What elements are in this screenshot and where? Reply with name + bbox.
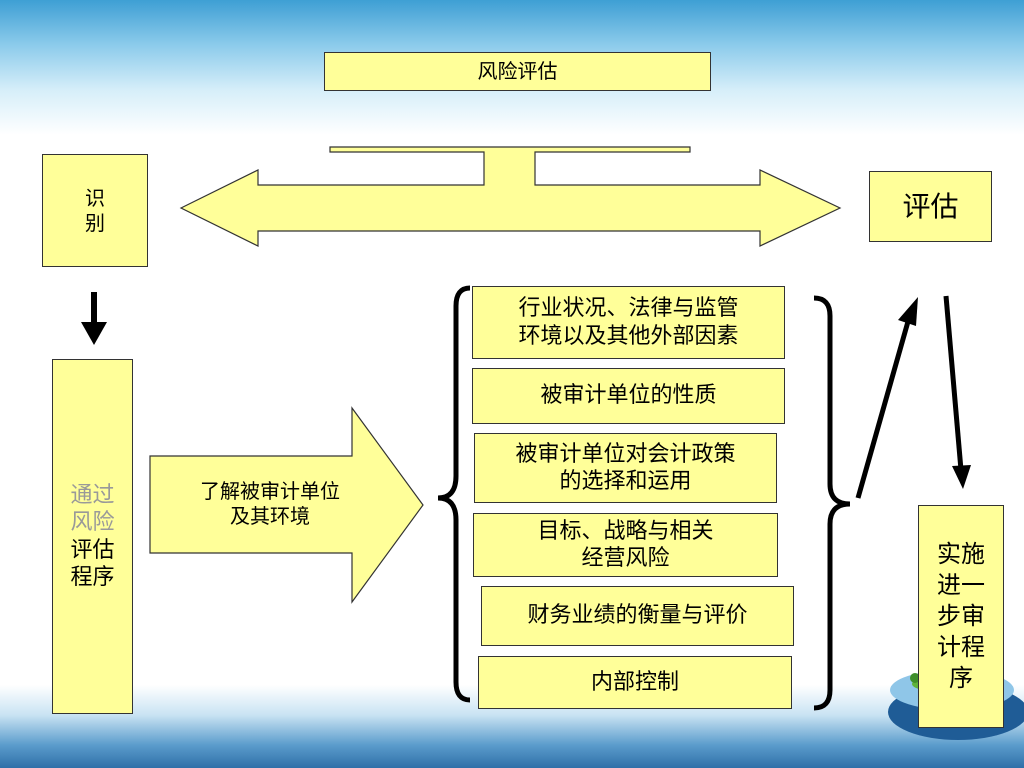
factor-box-control: 内部控制 — [478, 656, 792, 709]
identify-text-2: 别 — [85, 210, 105, 235]
procedure-text-1: 通过 — [70, 482, 115, 508]
factor-policy-text-1: 被审计单位对会计政策 — [515, 441, 736, 467]
factor-box-policy: 被审计单位对会计政策 的选择和运用 — [474, 433, 777, 503]
factor-strategy-text-1: 目标、战略与相关 — [537, 518, 714, 544]
factor-box-industry: 行业状况、法律与监管 环境以及其他外部因素 — [472, 286, 785, 359]
understand-text-2: 及其环境 — [230, 504, 310, 528]
factor-control-text: 内部控制 — [590, 669, 679, 695]
down-arrow-right-line — [943, 295, 964, 471]
further-text-2: 进一 — [937, 570, 985, 599]
further-text-5: 序 — [949, 664, 973, 693]
factor-strategy-text-2: 经营风险 — [581, 546, 670, 571]
up-arrow-head — [898, 297, 918, 326]
factor-performance-text: 财务业绩的衡量与评价 — [527, 603, 748, 629]
factor-box-performance: 财务业绩的衡量与评价 — [481, 586, 794, 646]
procedure-text-3: 评估 — [70, 537, 115, 563]
procedure-text-2: 风险 — [70, 510, 115, 535]
assess-text: 评估 — [902, 190, 959, 223]
further-text-1: 实施 — [937, 539, 985, 568]
understand-label: 了解被审计单位 及其环境 — [168, 479, 372, 529]
factor-industry-text-2: 环境以及其他外部因素 — [518, 323, 739, 349]
factor-box-strategy: 目标、战略与相关 经营风险 — [473, 513, 778, 577]
factor-policy-text-2: 的选择和运用 — [559, 469, 692, 494]
title-box: 风险评估 — [324, 52, 711, 91]
title-text: 风险评估 — [477, 59, 558, 83]
right-brace — [813, 295, 851, 711]
down-arrow-right-head — [952, 465, 971, 489]
procedure-text-4: 程序 — [70, 565, 115, 590]
factor-box-nature: 被审计单位的性质 — [472, 368, 785, 424]
up-arrow-line — [855, 317, 912, 499]
factor-nature-text: 被审计单位的性质 — [540, 383, 717, 409]
right-arrow-shape — [149, 406, 424, 604]
left-brace — [437, 285, 471, 703]
double-arrow-connector — [179, 146, 842, 247]
further-text-3: 步审 — [937, 601, 985, 630]
identify-text-1: 识 — [85, 185, 105, 210]
understand-text-1: 了解被审计单位 — [200, 479, 340, 503]
assess-box: 评估 — [869, 171, 992, 242]
procedure-box: 通过 风险 评估 程序 — [52, 359, 133, 714]
identify-box: 识 别 — [42, 154, 148, 267]
down-arrow-head — [81, 322, 107, 345]
further-procedure-box: 实施 进一 步审 计程 序 — [918, 505, 1004, 728]
further-text-4: 计程 — [937, 633, 985, 662]
factor-industry-text-1: 行业状况、法律与监管 — [518, 296, 739, 321]
